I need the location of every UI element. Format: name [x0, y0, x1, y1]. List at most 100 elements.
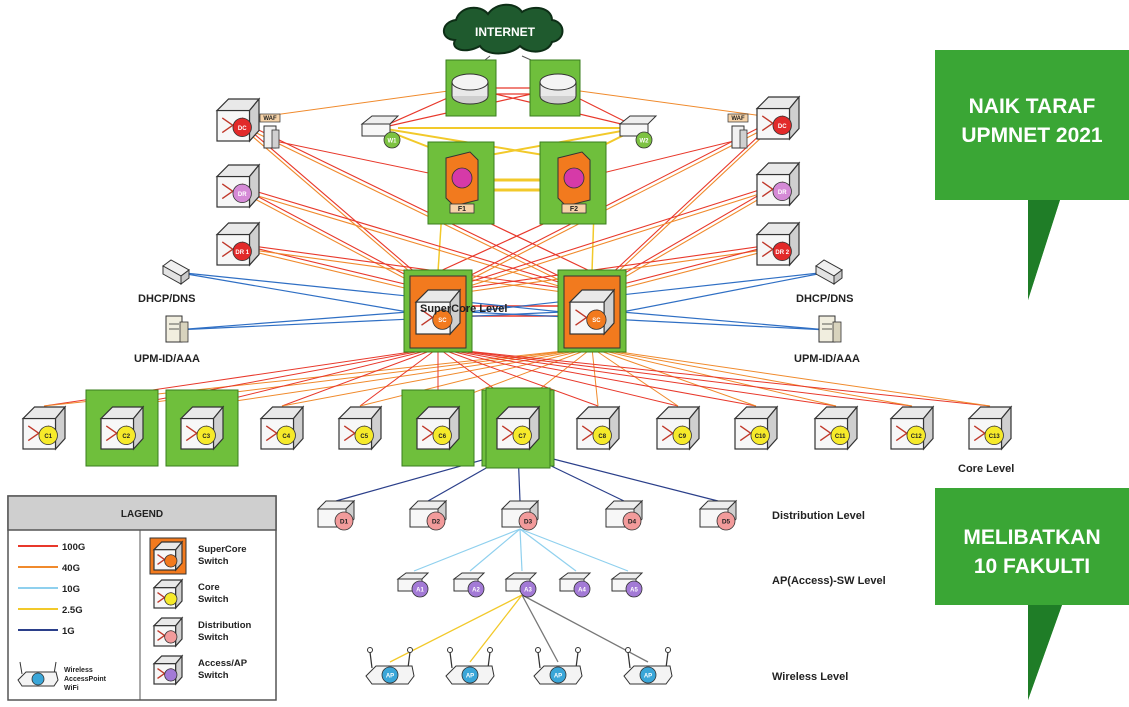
service-link	[621, 311, 829, 331]
internet-cloud: INTERNET	[442, 3, 564, 55]
core-switch-C8-label: C8	[598, 434, 606, 440]
dist-acc-link	[519, 528, 577, 572]
sc-core-link	[281, 347, 439, 407]
left-device-1: DC	[215, 97, 261, 143]
core-box-C6	[401, 389, 475, 467]
dc-sc-link	[237, 123, 439, 297]
access-switch-A4: A4	[558, 572, 592, 598]
legend-switch-label: Switch	[198, 632, 229, 643]
legend-switch-label: Switch	[198, 670, 229, 681]
right-device-3-label: DR 2	[775, 250, 789, 256]
core-level-label: Core Level	[958, 463, 1014, 475]
legend-line-label: 40G	[62, 563, 80, 574]
service-link	[467, 311, 829, 331]
banner-top: NAIK TARAF UPMNET 2021	[935, 50, 1129, 300]
dist-acc-link	[519, 528, 629, 572]
distribution-label: D5	[722, 519, 731, 526]
sc-core-link	[591, 347, 991, 407]
core-switch-C9: C9	[655, 405, 701, 451]
right-device-3: DR 2	[755, 221, 801, 267]
banner-bottom-line2: 10 FAKULTI	[974, 555, 1090, 578]
dhcp-server-left	[162, 259, 190, 285]
core-switch-C7-label: C7	[518, 434, 526, 440]
core-switch-C6: C6	[415, 405, 461, 451]
left-device-3-label: DR 1	[235, 250, 249, 256]
core-switch-C10: C10	[733, 405, 779, 451]
banner-top-line2: UPMNET 2021	[961, 124, 1103, 147]
access-label: A2	[472, 588, 480, 594]
dhcp-right-label: DHCP/DNS	[796, 293, 853, 305]
aaa-server-left	[165, 315, 189, 343]
wireless-ap-4: AP	[623, 647, 673, 685]
sc-core-link	[591, 347, 913, 407]
legend-line-label: 2.5G	[62, 605, 83, 616]
supercore-switch-2: SC	[563, 275, 621, 349]
dist-acc-link	[469, 528, 521, 572]
sc-core-link	[437, 347, 837, 407]
dc-sc-link	[437, 187, 779, 297]
dc-sc-link	[437, 183, 779, 293]
core-switch-C5-label: C5	[360, 434, 368, 440]
access-switch-A1: A1	[396, 572, 430, 598]
supercore-cube-1: SC	[414, 288, 462, 336]
legend-switch-1	[152, 540, 184, 572]
distribution-switch-D2: D2	[408, 499, 448, 531]
core-switch-C2: C2	[99, 405, 145, 451]
distribution-switch-D5: D5	[698, 499, 738, 531]
sc-core-link	[437, 347, 991, 407]
left-device-2-label: DR	[238, 192, 247, 198]
legend-ap-label: Wireless	[64, 667, 93, 674]
distribution-switch-D4: D4	[604, 499, 644, 531]
internet-router-2	[539, 73, 577, 105]
edge-switch-2: W2	[618, 115, 658, 149]
legend-switch-label: SuperCore	[198, 544, 247, 555]
distribution-label: D1	[340, 519, 349, 526]
ap-label: AP	[644, 674, 652, 680]
core-switch-C8: C8	[575, 405, 621, 451]
core-switch-C9-label: C9	[678, 434, 686, 440]
core-switch-C7: C7	[495, 405, 541, 451]
access-switch-A5: A5	[610, 572, 644, 598]
aaa-server-right	[818, 315, 842, 343]
sc-core-link	[281, 347, 593, 407]
dc-router-link	[557, 87, 779, 119]
supercore-switch-1: SC	[409, 275, 467, 349]
left-device-2: DR	[215, 163, 261, 209]
service-link	[621, 271, 829, 313]
service-link	[467, 271, 829, 313]
legend-line-label: 1G	[62, 626, 75, 637]
ap-label: AP	[554, 674, 562, 680]
core-switch-C10-label: C10	[755, 434, 767, 440]
service-link	[174, 311, 563, 331]
core-switch-C4: C4	[259, 405, 305, 451]
edge-switch-label: W2	[640, 139, 650, 145]
core-switch-C13-label: C13	[989, 434, 1001, 440]
wireless-ap-1: AP	[365, 647, 415, 685]
service-link	[174, 311, 409, 331]
legend-switch-items: SuperCoreSwitchCoreSwitchDistributionSwi…	[149, 537, 251, 686]
core-switch-C3-label: C3	[202, 434, 210, 440]
core-switch-C1-label: C1	[44, 434, 52, 440]
banner-bottom: MELIBATKAN 10 FAKULTI	[935, 488, 1129, 700]
legend-switch-3	[152, 616, 184, 648]
distribution-switch-D1: D1	[316, 499, 356, 531]
dc-sc-link	[237, 123, 593, 297]
legend-line-label: 100G	[62, 542, 85, 553]
legend-ap-label: AccessPoint	[64, 676, 107, 683]
acc-wifi-link	[521, 594, 559, 663]
upmid-left-label: UPM-ID/AAA	[134, 353, 200, 365]
internet-router-1	[451, 73, 489, 105]
distribution-label: D4	[628, 519, 637, 526]
dc-sc-link	[237, 243, 593, 293]
service-link	[174, 271, 409, 313]
supercore-level-label: SuperCore Level	[420, 303, 507, 315]
core-switch-C11-label: C11	[835, 434, 846, 440]
legend-switch-label: Core	[198, 582, 220, 593]
firewall-label: F2	[570, 206, 578, 213]
access-switch-A2: A2	[452, 572, 486, 598]
upmid-right-label: UPM-ID/AAA	[794, 353, 860, 365]
wireless-ap-3: AP	[533, 647, 583, 685]
